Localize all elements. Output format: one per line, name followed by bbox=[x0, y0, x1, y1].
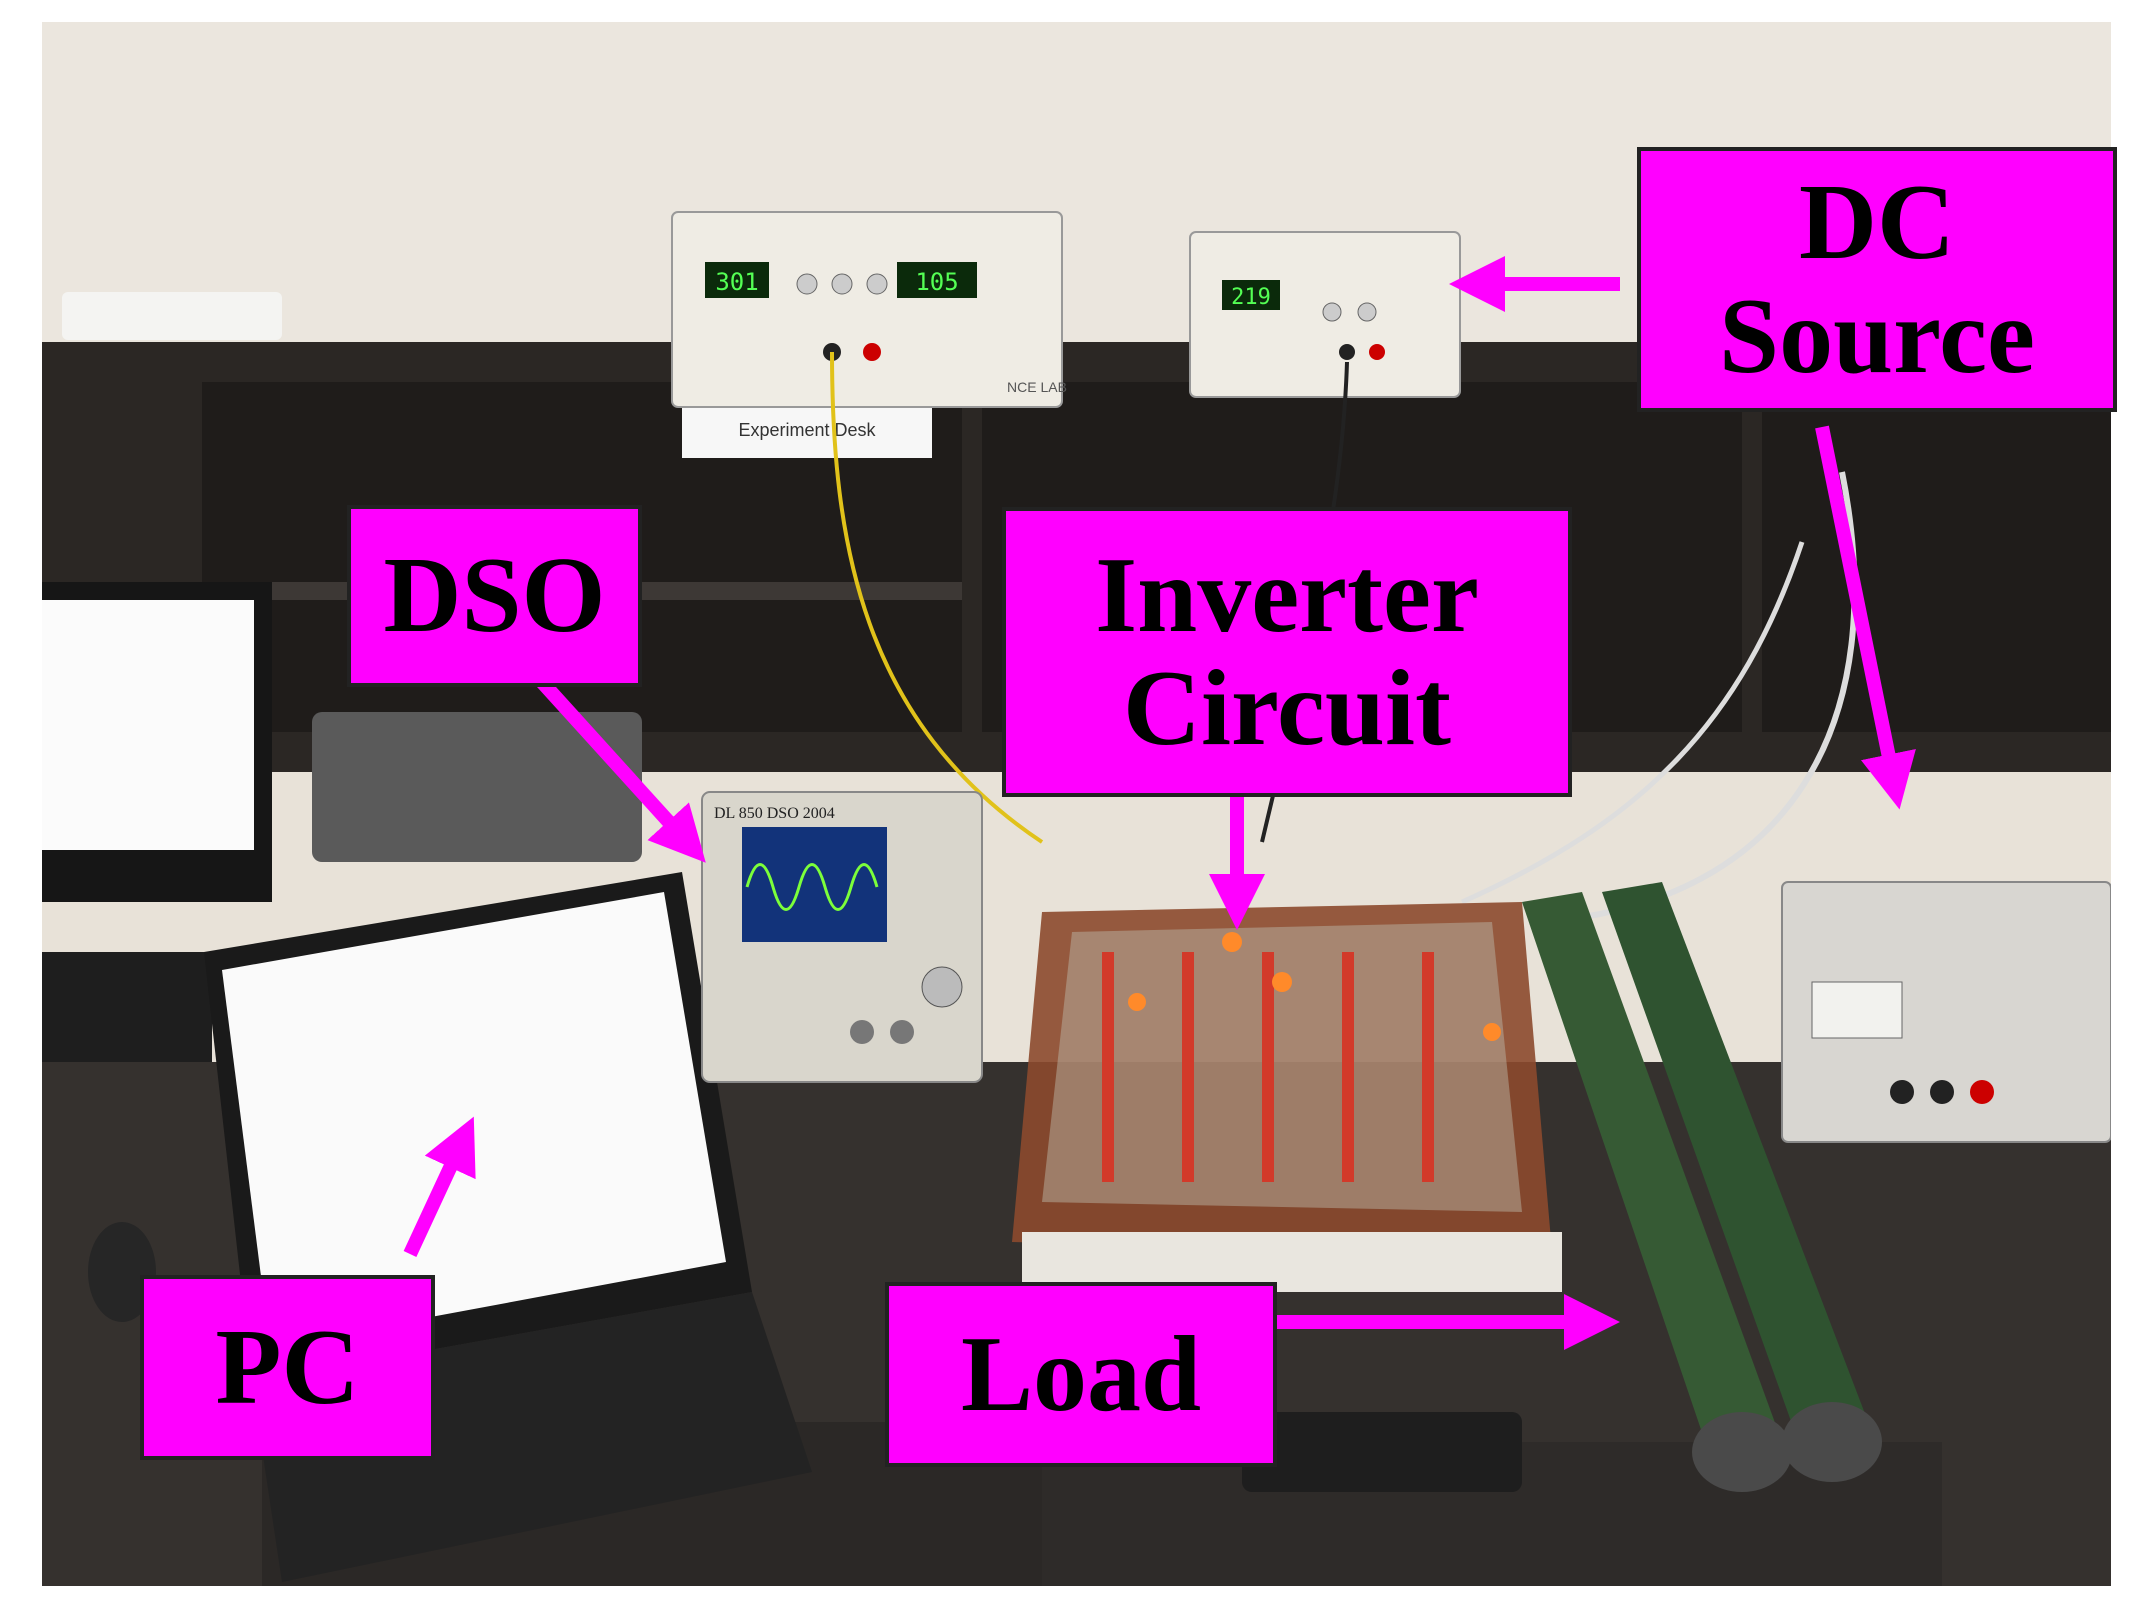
dc-supply-left: 301 105 NCE LAB bbox=[671, 211, 1067, 408]
svg-text:NCE LAB: NCE LAB bbox=[1007, 379, 1067, 395]
inverter-board bbox=[1012, 902, 1562, 1292]
label-inverter-line2: Circuit bbox=[1123, 649, 1451, 768]
oscilloscope: DL 850 DSO 2004 bbox=[701, 791, 983, 1083]
label-dso: DSO bbox=[347, 505, 642, 687]
label-dc-source-line2: Source bbox=[1719, 276, 2035, 396]
svg-text:105: 105 bbox=[915, 268, 958, 296]
label-dc-source-line1: DC bbox=[1798, 163, 1955, 283]
label-load-text: Load bbox=[960, 1314, 1202, 1434]
arrow-dso bbox=[536, 677, 706, 863]
clamp-meter bbox=[1242, 1412, 1522, 1492]
label-dc-source: DC Source bbox=[1637, 147, 2117, 412]
label-inverter-circuit: Inverter Circuit bbox=[1002, 507, 1572, 797]
svg-text:301: 301 bbox=[715, 268, 758, 296]
label-load: Load bbox=[885, 1282, 1277, 1467]
label-pc: PC bbox=[140, 1275, 435, 1460]
arrow-dc-source-down bbox=[1815, 425, 1916, 810]
arrow-pc bbox=[403, 1116, 476, 1257]
load-resistor bbox=[1522, 882, 1882, 1492]
label-inverter-line1: Inverter bbox=[1095, 535, 1479, 655]
desk-sign bbox=[682, 400, 932, 458]
keyboard bbox=[42, 952, 212, 1072]
power-strip bbox=[62, 292, 282, 340]
mouse bbox=[88, 1222, 156, 1322]
desktop-monitor bbox=[42, 582, 272, 902]
label-pc-text: PC bbox=[215, 1307, 360, 1427]
svg-text:219: 219 bbox=[1231, 285, 1271, 310]
svg-text:DL 850 DSO 2004: DL 850 DSO 2004 bbox=[714, 805, 835, 822]
laptop bbox=[204, 872, 812, 1582]
desk-sign-text: Experiment Desk bbox=[738, 420, 876, 440]
right-instrument bbox=[1781, 881, 2111, 1143]
label-dso-text: DSO bbox=[383, 536, 606, 656]
dc-supply-right: 219 bbox=[1189, 231, 1461, 398]
printer bbox=[312, 712, 642, 862]
